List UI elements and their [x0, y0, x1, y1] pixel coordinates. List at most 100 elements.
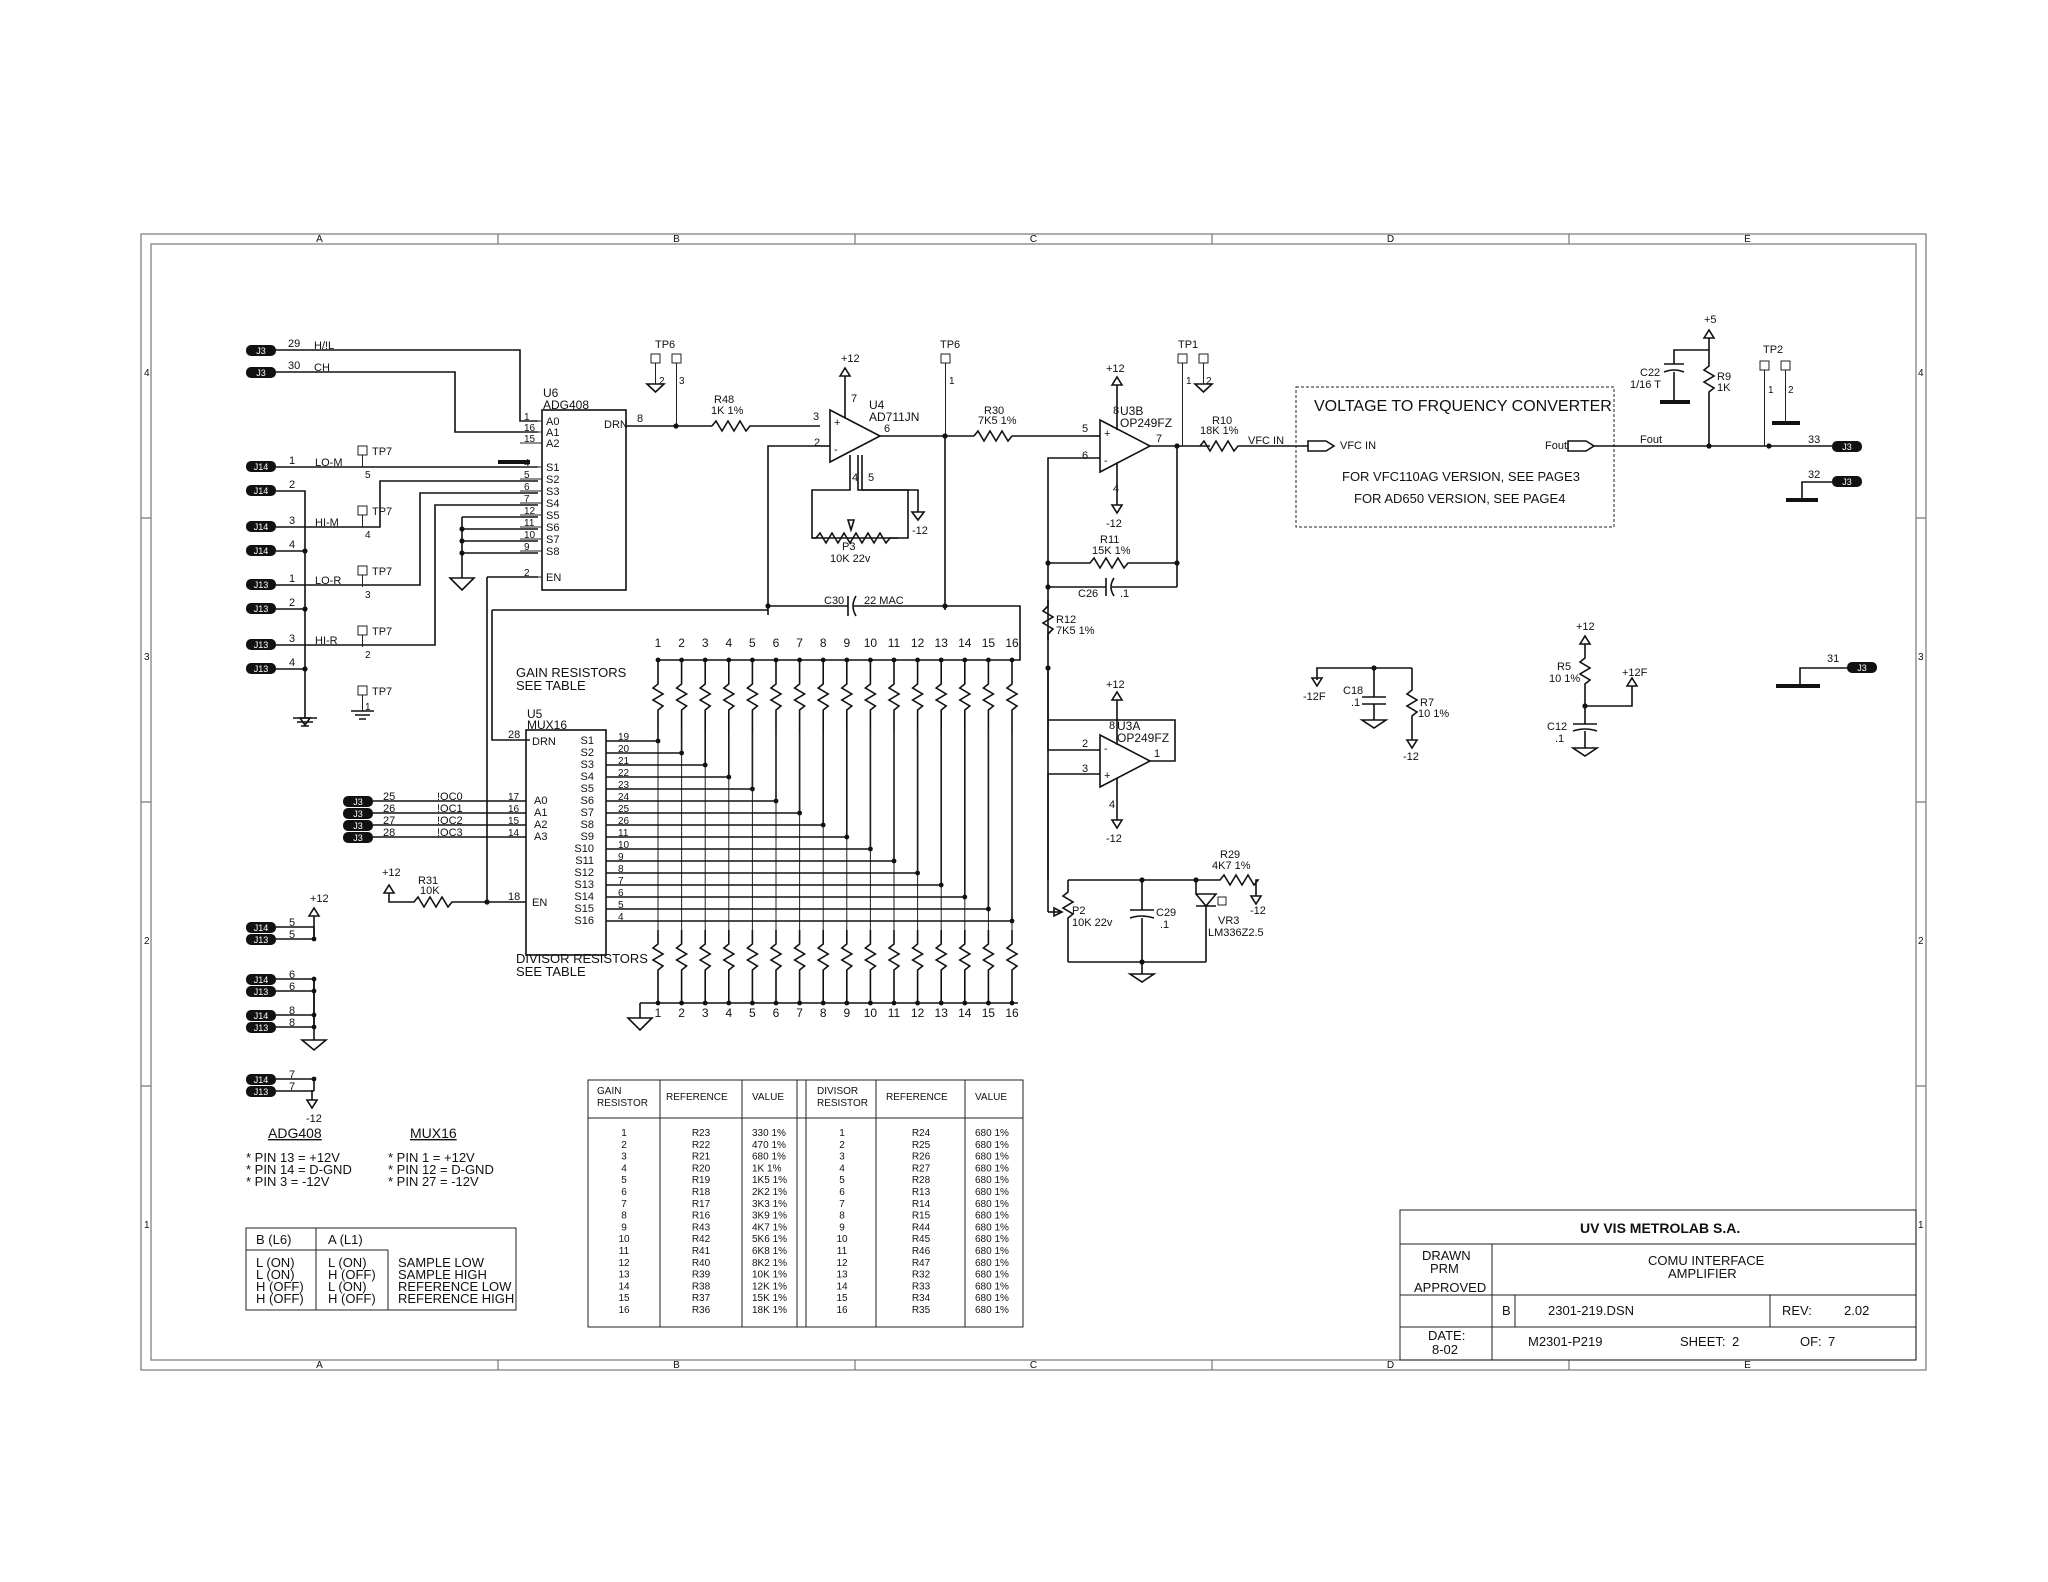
- connector-ref: J14: [254, 462, 269, 472]
- pin-number: 29: [288, 338, 300, 350]
- testpoint-label: TP6: [655, 339, 675, 351]
- zone-label: D: [1387, 1360, 1394, 1371]
- pin-number: 16: [524, 423, 536, 434]
- pin-number: 2: [289, 597, 295, 609]
- table-cell: R37: [692, 1293, 711, 1304]
- r12: R12 7K5 1%: [1041, 600, 1095, 671]
- component-value: 1/16 T: [1630, 379, 1661, 391]
- divisor-resistor: [840, 930, 854, 1003]
- truth-cell: H (OFF): [328, 1291, 376, 1306]
- table-cell: 9: [839, 1222, 845, 1233]
- power-label: -12F: [1303, 691, 1326, 703]
- table-cell: 2: [621, 1140, 627, 1151]
- pin-number: 32: [1808, 469, 1820, 481]
- of-value: 7: [1828, 1334, 1835, 1349]
- table-cell: R15: [912, 1211, 931, 1222]
- r30: R30 7K5 1%: [973, 405, 1090, 443]
- divisor-resistor: [958, 930, 972, 1003]
- pin-number: 1: [949, 376, 955, 387]
- note-line: * PIN 3 = -12V: [246, 1174, 330, 1189]
- table-cell: 680 1%: [975, 1246, 1009, 1257]
- pin-name: S3: [546, 486, 559, 498]
- connector-ref: J3: [353, 833, 363, 843]
- table-cell: 680 1%: [975, 1140, 1009, 1151]
- component-part: ADG408: [543, 398, 589, 412]
- table-cell: R38: [692, 1281, 711, 1292]
- power-label: -12: [1106, 518, 1122, 530]
- c22-r9: +5 R9 1K C22 1/16 T: [1630, 314, 1731, 446]
- truth-cell: REFERENCE HIGH: [398, 1291, 514, 1306]
- tp1: TP1 1 2: [1177, 339, 1215, 446]
- connector-ref: J3: [1842, 442, 1852, 452]
- component-ref: VR3: [1218, 915, 1239, 927]
- zone-label: C: [1030, 1360, 1037, 1371]
- pin-name: A0: [546, 416, 559, 428]
- array-column-number: 6: [773, 636, 780, 650]
- table-cell: R14: [912, 1199, 931, 1210]
- component-ref: R30: [984, 405, 1004, 417]
- divisor-resistor: [769, 930, 783, 1003]
- connector-ref: J14: [254, 522, 269, 532]
- component-ref: R7: [1420, 697, 1434, 709]
- pin-number: 1: [1186, 376, 1192, 387]
- doc-number: M2301-P219: [1528, 1334, 1602, 1349]
- connector: J13: [246, 986, 276, 997]
- gain-resistor: [958, 660, 972, 734]
- table-cell: 10: [836, 1234, 848, 1245]
- table-cell: R17: [692, 1199, 711, 1210]
- pin-number: 1: [1768, 385, 1774, 396]
- zone-label: A: [316, 1360, 323, 1371]
- pin-number: 8: [289, 1017, 295, 1029]
- company-name: UV VIS METROLAB S.A.: [1580, 1220, 1740, 1236]
- component-ref: C29: [1156, 907, 1176, 919]
- connector: J13: [246, 1086, 276, 1097]
- connector-ref: J13: [254, 935, 269, 945]
- c18-r7: -12F C18 .1 R7 10 1% -12: [1303, 665, 1449, 763]
- pin-name: S12: [574, 867, 594, 879]
- testpoint-label: TP1: [1178, 339, 1198, 351]
- zone-label: 3: [144, 652, 150, 663]
- table-cell: R43: [692, 1222, 711, 1233]
- table-cell: 10K 1%: [752, 1270, 787, 1281]
- component-value: .1: [1351, 697, 1360, 709]
- gain-resistor: [816, 660, 830, 734]
- net-label: Fout: [1640, 434, 1662, 446]
- table-cell: 5: [839, 1175, 845, 1186]
- fout-output: Fout 33 J3 32 J3: [1594, 434, 1862, 502]
- pin-name: S8: [581, 819, 594, 831]
- gain-resistor: [745, 660, 759, 734]
- mux-row-wire: [606, 734, 1013, 922]
- net-label: !OC1: [437, 803, 463, 815]
- junction-dot: [844, 834, 850, 840]
- notes-title: ADG408: [268, 1125, 322, 1141]
- r31: +12 R31 10K: [382, 867, 487, 909]
- net-label: LO-R: [315, 575, 341, 587]
- pin-number: 5: [868, 472, 874, 484]
- pin-number: 27: [383, 815, 395, 827]
- table-cell: R33: [912, 1281, 931, 1292]
- testpoint-label: TP7: [372, 566, 392, 578]
- pin-number: 2: [814, 437, 820, 449]
- connector-body: [343, 796, 373, 807]
- array-feed: [1012, 612, 1021, 661]
- table-cell: 11: [619, 1246, 630, 1257]
- pin-number: 4: [289, 657, 295, 669]
- table-cell: 2K2 1%: [752, 1187, 787, 1198]
- resistor-array: 1122334455667788991010111112121313141415…: [516, 612, 1021, 1032]
- table-cell: 12: [836, 1258, 848, 1269]
- mux-row-wire: [606, 734, 659, 742]
- component-value: .1: [1120, 588, 1129, 600]
- table-cell: 13: [618, 1270, 630, 1281]
- net-label: CH: [314, 362, 330, 374]
- power-label: -12: [1403, 751, 1419, 763]
- pin-number: 25: [618, 804, 630, 815]
- pin-number: 10: [618, 840, 630, 851]
- pin-name: S11: [575, 855, 594, 867]
- connector-ref: J13: [254, 1023, 269, 1033]
- junction-dot: [750, 786, 755, 792]
- connector: J3: [343, 832, 373, 843]
- connector-body: [246, 974, 276, 985]
- table-cell: R13: [912, 1187, 931, 1198]
- connector-body: [246, 934, 276, 945]
